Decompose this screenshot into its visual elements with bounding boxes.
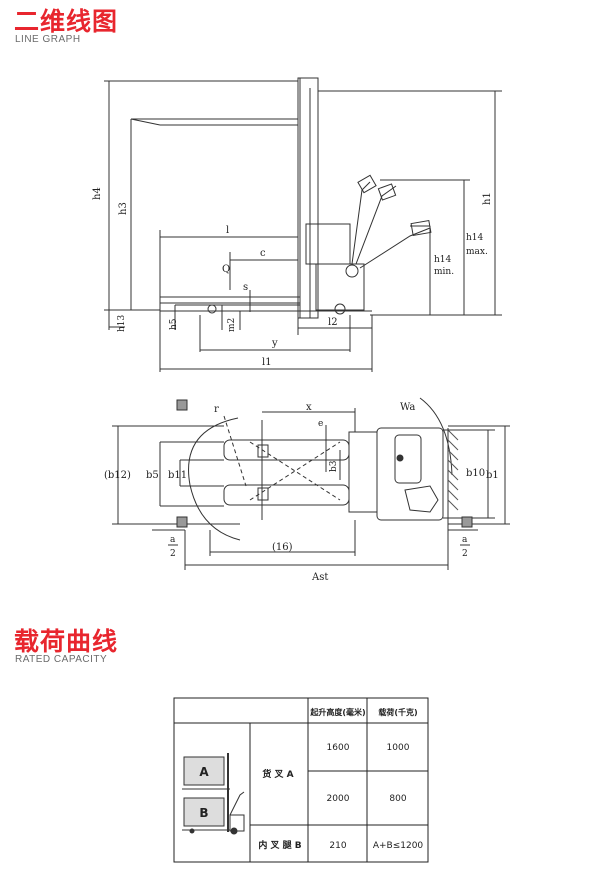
- dim-y: y: [271, 338, 278, 349]
- dim-b1: b1: [486, 470, 499, 481]
- side-view-drawing: h4 h3 h1 h14 max. h14 min. l c Q s h13 h…: [92, 77, 502, 372]
- col-lift-height: 起升高度(毫米): [309, 707, 365, 717]
- dim-h14-min-label: min.: [434, 267, 454, 277]
- dim-m2: m2: [227, 318, 237, 332]
- dim-x: x: [306, 402, 312, 413]
- dim-ast: Ast: [311, 572, 328, 583]
- mast-outline: [297, 77, 319, 319]
- top-view-drawing: r x e Wa (b12) b5 b11 b3 b10 b1 a 2 a 2 …: [104, 397, 510, 583]
- row1-load: 1000: [387, 743, 410, 753]
- capacity-table: 起升高度(毫米) 载荷(千克) 货 叉 A 内 叉 腿 B 1600 1000 …: [173, 697, 429, 863]
- row2-height: 2000: [327, 794, 350, 804]
- battery-box: [315, 263, 365, 311]
- dim-h5: h5: [169, 318, 179, 330]
- dim-b10: b10: [466, 468, 485, 479]
- box-a-label: A: [199, 765, 209, 779]
- box-a: [183, 756, 225, 786]
- dim-h1: h1: [482, 192, 493, 205]
- box-b-label: B: [199, 806, 208, 820]
- section-title-rated-capacity: 载荷曲线: [14, 627, 119, 656]
- dim-2-right: 2: [462, 549, 468, 559]
- box-b: [183, 797, 225, 827]
- dim-b12: (b12): [104, 470, 131, 481]
- dim-2-left: 2: [170, 549, 176, 559]
- dim-c: c: [260, 248, 266, 259]
- dim-h14-min: h14: [434, 255, 452, 265]
- section-subtitle-line-graph: LINE GRAPH: [15, 34, 81, 45]
- dim-wa: Wa: [400, 402, 415, 413]
- dim-l1: l1: [262, 357, 272, 368]
- row3-load: A+B≤1200: [373, 841, 424, 851]
- group-fork-a: 货 叉 A: [262, 768, 293, 780]
- row3-height: 210: [329, 841, 346, 851]
- dim-16: (16): [272, 542, 293, 553]
- dim-b3: b3: [329, 460, 339, 472]
- row2-load: 800: [389, 794, 406, 804]
- dim-h13: h13: [117, 314, 127, 332]
- dim-l2: l2: [328, 317, 338, 328]
- dim-r: r: [214, 404, 219, 415]
- dim-a-left: a: [170, 535, 176, 545]
- dim-a-right: a: [462, 535, 468, 545]
- truck-body: [305, 223, 351, 265]
- section-title-line-graph: 二维线图: [14, 7, 119, 36]
- col-load: 载荷(千克): [378, 707, 417, 717]
- dim-h14-max: h14: [466, 233, 484, 243]
- row1-height: 1600: [327, 743, 350, 753]
- label-q: Q: [222, 264, 230, 275]
- dim-h3: h3: [118, 202, 129, 215]
- truck-body-top: [376, 427, 444, 521]
- dim-h14-max-label: max.: [466, 247, 488, 257]
- dim-b5: b5: [146, 470, 159, 481]
- group-inner-b: 内 叉 腿 B: [258, 839, 301, 851]
- dim-h4: h4: [92, 187, 103, 200]
- dim-s: s: [243, 282, 248, 293]
- section-subtitle-rated-capacity: RATED CAPACITY: [15, 654, 108, 665]
- dim-b11: b11: [168, 470, 187, 481]
- dim-e: e: [318, 419, 323, 429]
- dim-l: l: [226, 225, 229, 236]
- turning-arc: [188, 417, 241, 541]
